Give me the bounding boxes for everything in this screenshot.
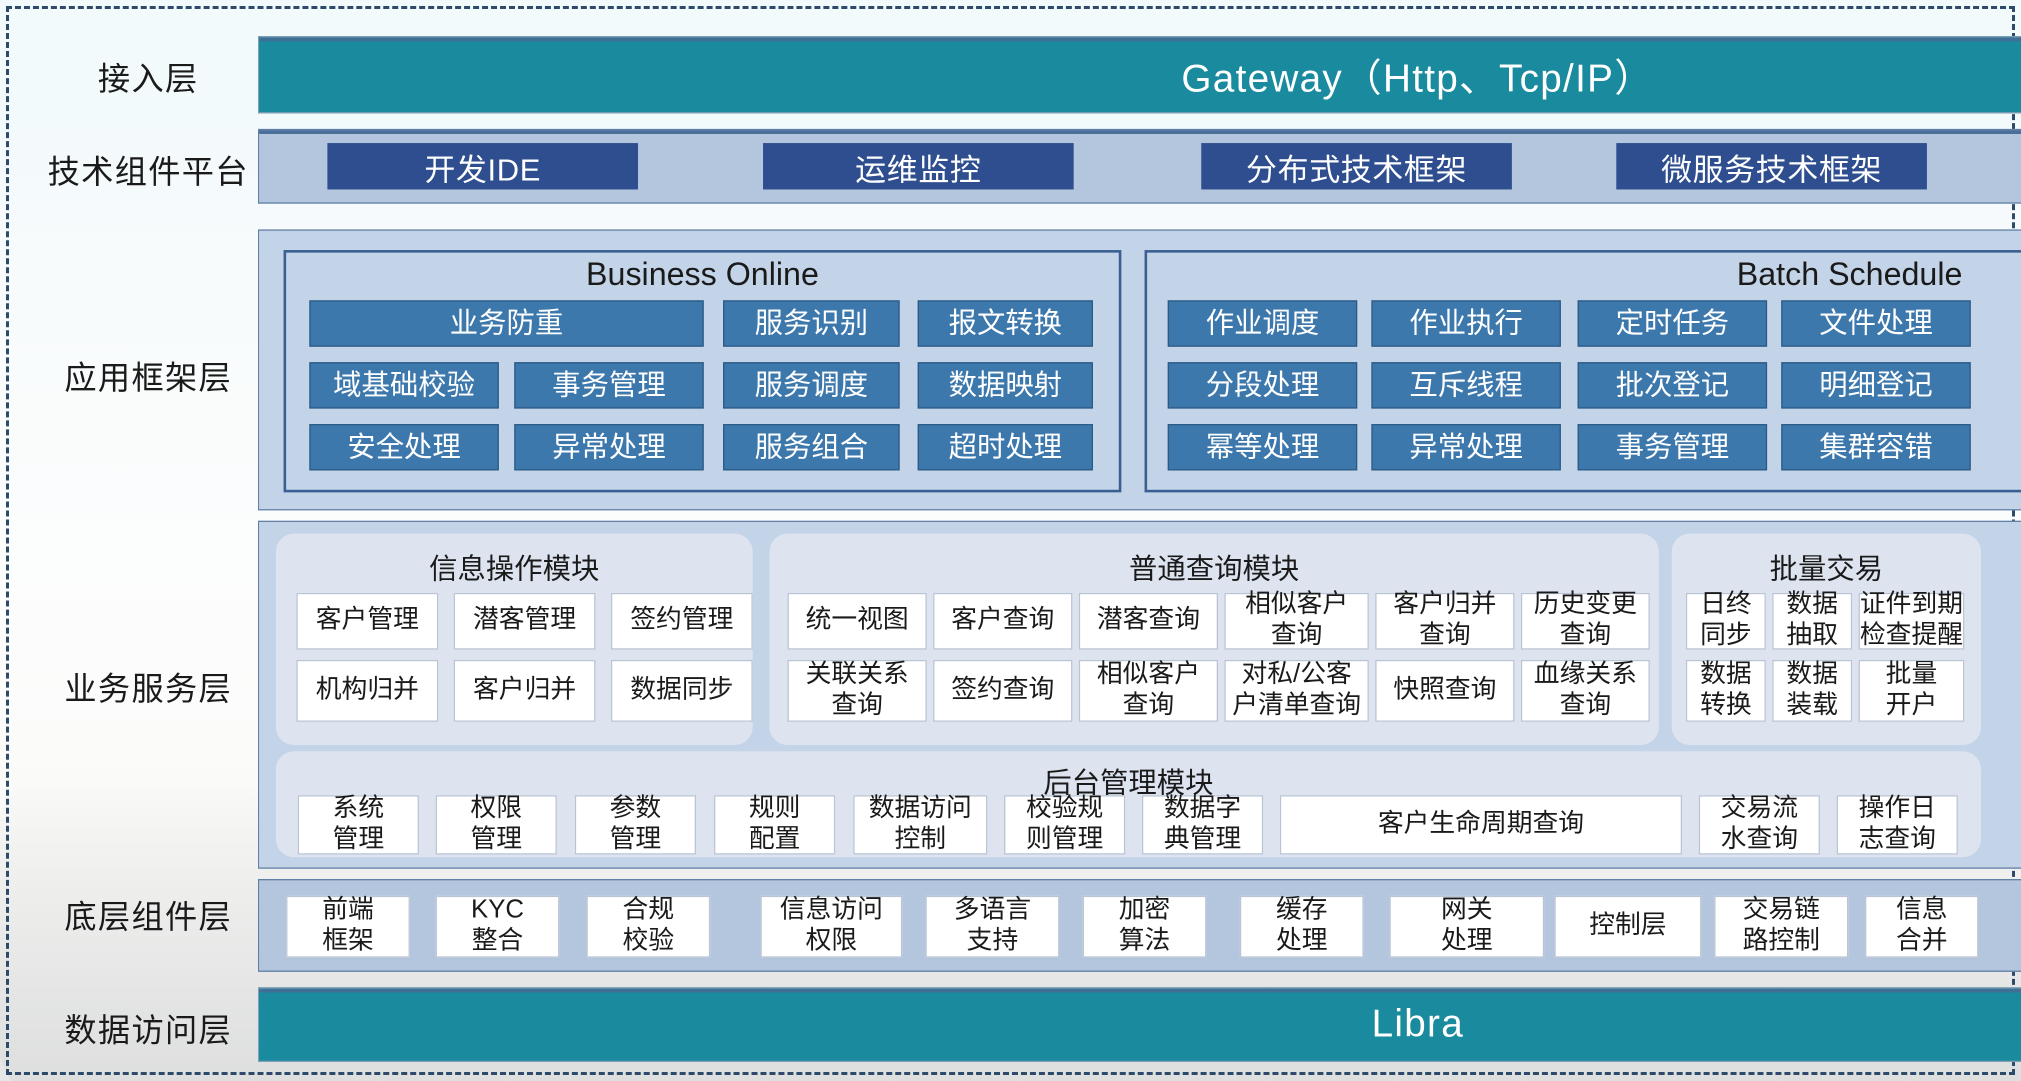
backend-management-chip[interactable]: 交易流水查询 <box>1698 794 1820 855</box>
bottom-component-chip[interactable]: 加密算法 <box>1082 895 1207 958</box>
business-service-chip[interactable]: 相似客户查询 <box>1078 659 1219 722</box>
layer-label-bottom-component: 底层组件层 <box>64 899 233 936</box>
layer-label-business-service: 业务服务层 <box>64 671 233 708</box>
backend-management-chip[interactable]: 校验规则管理 <box>1004 794 1126 855</box>
app-framework-chip[interactable]: 服务组合 <box>723 424 900 471</box>
app-framework-chip[interactable]: 明细登记 <box>1781 362 1971 409</box>
backend-management-group-title: 后台管理模块 <box>1043 766 1214 800</box>
bottom-component-chip[interactable]: 缓存处理 <box>1239 895 1364 958</box>
business-service-chip[interactable]: 数据同步 <box>610 659 753 722</box>
business-service-chip[interactable]: 客户归并 <box>453 659 596 722</box>
bottom-component-chip[interactable]: 网关处理 <box>1389 895 1545 958</box>
gateway-bar: Gateway（Http、Tcp/IP） <box>257 36 2021 114</box>
backend-management-chip[interactable]: 权限管理 <box>435 794 557 855</box>
app-framework-chip[interactable]: 服务识别 <box>723 300 900 347</box>
layer-label-data-access: 数据访问层 <box>64 1013 233 1050</box>
app-framework-chip[interactable]: 数据映射 <box>917 362 1093 409</box>
app-framework-chip[interactable]: 事务管理 <box>514 362 704 409</box>
app-framework-chip[interactable]: 异常处理 <box>514 424 704 471</box>
backend-management-chip[interactable]: 规则配置 <box>714 794 836 855</box>
app-framework-chip[interactable]: 互斥线程 <box>1371 362 1561 409</box>
backend-management-chip[interactable]: 客户生命周期查询 <box>1279 795 1683 855</box>
app-framework-chip[interactable]: 报文转换 <box>917 300 1093 347</box>
layer-label-tech-platform: 技术组件平台 <box>47 154 249 191</box>
business-service-chip[interactable]: 机构归并 <box>296 659 439 722</box>
business-service-chip[interactable]: 快照查询 <box>1375 659 1515 722</box>
app-framework-chip[interactable]: 作业执行 <box>1371 300 1561 347</box>
backend-management-chip[interactable]: 操作日志查询 <box>1836 794 1958 855</box>
bottom-component-chip[interactable]: 控制层 <box>1554 895 1702 958</box>
app-framework-chip[interactable]: 集群容错 <box>1781 424 1971 471</box>
business-service-chip[interactable]: 客户归并查询 <box>1375 591 1515 650</box>
bottom-component-chip[interactable]: 信息合并 <box>1865 895 1979 958</box>
libra-bar: Libra <box>257 987 2021 1063</box>
business-service-chip[interactable]: 血缘关系查询 <box>1520 659 1650 722</box>
bottom-component-chip[interactable]: 交易链路控制 <box>1714 895 1849 958</box>
business-service-chip[interactable]: 关联关系查询 <box>787 659 927 722</box>
tech-platform-chip-3[interactable]: 分布式技术框架 <box>1201 143 1512 190</box>
app-framework-chip[interactable]: 分段处理 <box>1167 362 1358 409</box>
business-service-chip[interactable]: 签约管理 <box>610 592 753 650</box>
backend-management-chip[interactable]: 系统管理 <box>297 794 419 855</box>
app-framework-chip[interactable]: 业务防重 <box>309 300 704 347</box>
backend-management-group <box>275 751 1982 858</box>
backend-management-chip[interactable]: 参数管理 <box>574 794 697 855</box>
bottom-component-chip[interactable]: 信息访问权限 <box>760 895 903 958</box>
bottom-component-chip[interactable]: 多语言支持 <box>925 895 1060 958</box>
backend-management-chip[interactable]: 数据访问控制 <box>853 794 988 855</box>
app-framework-chip[interactable]: 批次登记 <box>1577 362 1768 409</box>
business-service-chip[interactable]: 统一视图 <box>787 592 927 650</box>
app-framework-chip[interactable]: 幂等处理 <box>1167 424 1358 471</box>
layer-label-access: 接入层 <box>97 61 199 98</box>
business-service-chip[interactable]: 客户管理 <box>296 592 439 650</box>
app-framework-chip[interactable]: 超时处理 <box>917 424 1093 471</box>
tech-platform-chip-1[interactable]: 开发IDE <box>327 143 639 190</box>
tech-platform-chip-2[interactable]: 运维监控 <box>763 143 1074 190</box>
app-framework-chip[interactable]: 域基础校验 <box>309 362 499 409</box>
app-framework-chip[interactable]: 异常处理 <box>1371 424 1561 471</box>
business-service-group-title-3: 批量交易 <box>1769 552 1884 586</box>
business-service-chip[interactable]: 客户查询 <box>933 592 1073 650</box>
business-service-chip[interactable]: 潜客管理 <box>453 592 596 650</box>
app-framework-group-title-1: Business Online <box>586 256 819 293</box>
business-service-chip[interactable]: 日终同步 <box>1685 591 1766 650</box>
business-service-chip[interactable]: 相似客户查询 <box>1224 591 1369 650</box>
app-framework-chip[interactable]: 安全处理 <box>309 424 499 471</box>
layer-label-app-framework: 应用框架层 <box>64 360 233 397</box>
business-service-chip[interactable]: 批量开户 <box>1858 659 1965 722</box>
backend-management-chip[interactable]: 数据字典管理 <box>1141 794 1264 855</box>
app-framework-chip[interactable]: 事务管理 <box>1577 424 1768 471</box>
app-framework-chip[interactable]: 服务调度 <box>723 362 900 409</box>
app-framework-chip[interactable]: 作业调度 <box>1167 300 1358 347</box>
business-service-chip[interactable]: 数据转换 <box>1685 659 1766 722</box>
business-service-chip[interactable]: 对私/公客户清单查询 <box>1224 659 1369 722</box>
tech-platform-chip-4[interactable]: 微服务技术框架 <box>1616 143 1927 190</box>
app-framework-chip[interactable]: 定时任务 <box>1577 300 1768 347</box>
business-service-chip[interactable]: 数据装载 <box>1772 659 1853 722</box>
app-framework-chip[interactable]: 文件处理 <box>1781 300 1971 347</box>
business-service-chip[interactable]: 潜客查询 <box>1078 592 1219 650</box>
business-service-chip[interactable]: 签约查询 <box>933 659 1073 722</box>
business-service-chip[interactable]: 历史变更查询 <box>1520 591 1650 650</box>
business-service-chip[interactable]: 数据抽取 <box>1772 591 1853 650</box>
bottom-component-chip[interactable]: 合规校验 <box>586 895 711 958</box>
app-framework-group-title-2: Batch Schedule <box>1736 256 1963 293</box>
business-service-chip[interactable]: 证件到期检查提醒 <box>1858 590 1965 650</box>
business-service-group-title-2: 普通查询模块 <box>1129 552 1300 586</box>
business-service-group-title-1: 信息操作模块 <box>429 552 600 586</box>
bottom-component-chip[interactable]: 前端框架 <box>286 895 410 958</box>
